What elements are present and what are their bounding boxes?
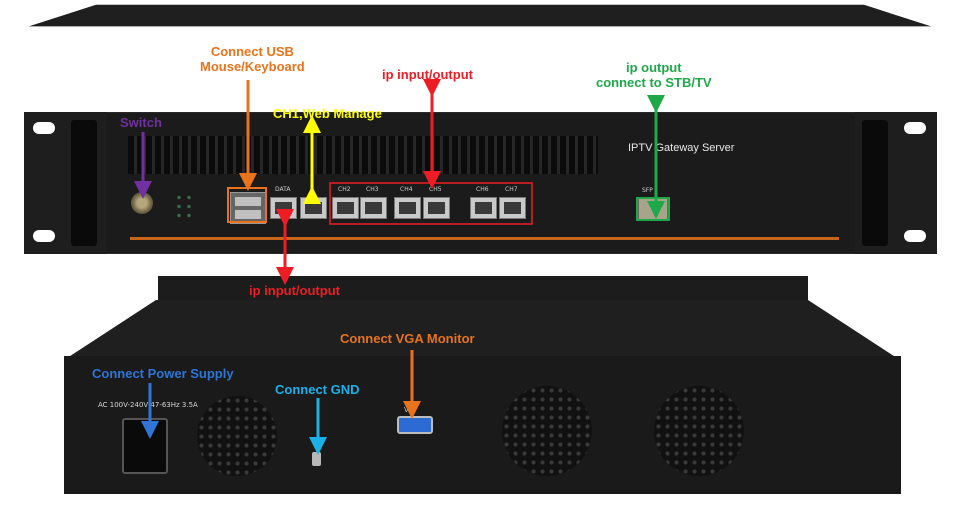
left-rack-slot-top — [33, 122, 55, 134]
ip-io-bottom-annotation: ip input/output — [249, 283, 340, 298]
ethernet-port-ch7[interactable] — [499, 197, 526, 219]
gnd-annotation: Connect GND — [275, 382, 360, 397]
front-vent-grill — [128, 136, 598, 174]
port-label-ch3: CH3 — [366, 186, 379, 193]
power-rating-label: AC 100V-240V 47-63Hz 3.5A — [98, 401, 198, 409]
power-annotation: Connect Power Supply — [92, 366, 234, 381]
port-label-data: DATA — [275, 186, 291, 193]
status-leds — [174, 193, 194, 219]
usb-port-2[interactable] — [235, 210, 261, 219]
left-handle — [71, 120, 97, 246]
ethernet-port-ch3[interactable] — [360, 197, 387, 219]
ethernet-port-ch4[interactable] — [394, 197, 421, 219]
switch-annotation: Switch — [120, 115, 162, 130]
left-rack-slot-bottom — [33, 230, 55, 242]
ip-io-top-annotation: ip input/output — [382, 67, 473, 82]
port-label-ch7: CH7 — [505, 186, 518, 193]
rear-fan-vent-1 — [197, 396, 277, 476]
port-label-ch6: CH6 — [476, 186, 489, 193]
gnd-terminal[interactable] — [312, 452, 321, 466]
usb-ports[interactable] — [230, 192, 266, 224]
sfp-highlight-box — [636, 197, 670, 221]
front-accent-line — [130, 237, 839, 240]
ports-highlight-box — [329, 182, 533, 225]
usb-port-1[interactable] — [235, 197, 261, 206]
port-label-ch4: CH4 — [400, 186, 413, 193]
right-rack-slot-top — [904, 122, 926, 134]
ethernet-port-ch2[interactable] — [332, 197, 359, 219]
rear-fan-vent-3 — [654, 386, 744, 476]
ethernet-port-ch6[interactable] — [470, 197, 497, 219]
top-chassis-surface — [28, 4, 932, 27]
ch1-annotation: CH1,Web Manage — [273, 106, 382, 121]
rear-fan-vent-2 — [502, 386, 592, 476]
port-label-ch2: CH2 — [338, 186, 351, 193]
rear-chassis-surface — [64, 300, 900, 360]
vga-annotation: Connect VGA Monitor — [340, 331, 475, 346]
ethernet-port-ch5[interactable] — [423, 197, 450, 219]
usb-annotation: Connect USB Mouse/Keyboard — [200, 44, 305, 74]
usb-highlight-box — [227, 187, 267, 223]
right-handle — [862, 120, 888, 246]
right-rack-slot-bottom — [904, 230, 926, 242]
rear-panel: AC 100V-240V 47-63Hz 3.5A V — [64, 356, 901, 494]
port-label-ch5: CH5 — [429, 186, 442, 193]
ip-out-annotation: ip output connect to STB/TV — [596, 60, 712, 90]
